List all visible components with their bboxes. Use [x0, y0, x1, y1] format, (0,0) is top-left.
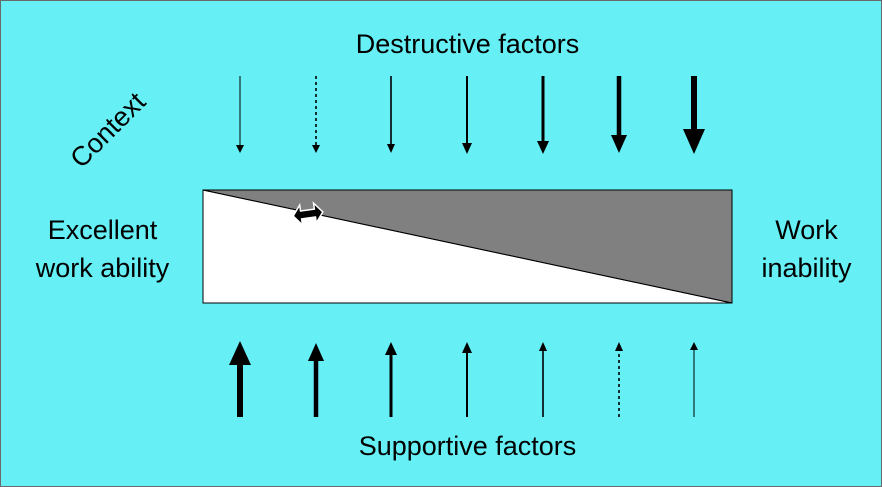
destructive-factors-title: Destructive factors	[355, 29, 580, 59]
arrow-up-icon	[229, 341, 251, 417]
arrow-up-icon	[539, 342, 547, 417]
arrow-up-icon	[690, 342, 698, 417]
arrow-up-icon	[462, 342, 472, 417]
arrow-up-icon	[385, 342, 397, 417]
supportive-arrows	[229, 341, 698, 417]
supportive-factors-title: Supportive factors	[358, 431, 577, 461]
arrow-up-icon	[308, 343, 324, 417]
work-inability-label: Work inability	[734, 211, 879, 287]
destructive-arrows	[236, 76, 705, 154]
right-label-line1: Work	[775, 215, 838, 245]
excellent-work-ability-label: Excellent work ability	[15, 211, 190, 287]
arrow-down-icon	[537, 76, 549, 154]
right-label-line2: inability	[761, 253, 852, 283]
arrow-down-icon	[611, 76, 627, 153]
arrow-up-icon	[615, 342, 623, 417]
left-label-line1: Excellent	[47, 215, 158, 245]
arrow-down-icon	[387, 76, 395, 153]
balance-diagonal	[202, 189, 733, 304]
balance-box	[202, 189, 733, 304]
arrow-down-icon	[312, 76, 320, 153]
arrow-down-icon	[236, 76, 244, 153]
arrow-down-icon	[683, 76, 705, 154]
double-arrow-icon	[292, 201, 324, 227]
arrow-down-icon	[462, 76, 472, 154]
left-label-line2: work ability	[35, 253, 170, 283]
